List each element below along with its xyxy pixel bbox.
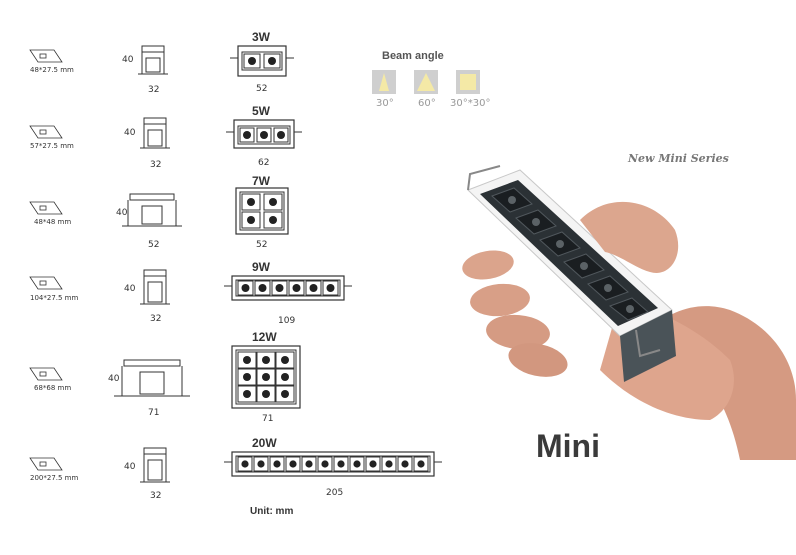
side-profile-drawing — [140, 447, 170, 483]
side-width-dim: 71 — [148, 408, 160, 418]
front-width-dim: 52 — [256, 84, 268, 94]
wattage-label: 20W — [252, 436, 277, 450]
height-dim: 40 — [108, 374, 120, 384]
beam-angle-title: Beam angle — [382, 50, 444, 62]
height-dim: 40 — [124, 128, 136, 138]
beam-30x30-label: 30°*30° — [450, 98, 491, 109]
cutout-icon — [29, 457, 63, 471]
front-view-drawing — [224, 451, 442, 477]
cutout-icon — [29, 49, 63, 63]
beam-30-icon — [372, 70, 396, 94]
wattage-label: 9W — [252, 260, 270, 274]
front-view-drawing — [226, 119, 302, 149]
beam-30x30-icon — [456, 70, 480, 94]
front-view-drawing — [224, 275, 352, 301]
side-width-dim: 32 — [150, 160, 162, 170]
side-width-dim: 32 — [148, 85, 160, 95]
wattage-label: 5W — [252, 104, 270, 118]
front-view-drawing — [230, 45, 294, 77]
cutout-icon — [29, 201, 63, 215]
cutout-label: 68*68 mm — [34, 384, 72, 392]
series-label: New Mini Series — [628, 152, 729, 165]
side-width-dim: 32 — [150, 314, 162, 324]
front-width-dim: 62 — [258, 158, 270, 168]
height-dim: 40 — [124, 462, 136, 472]
cutout-label: 200*27.5 mm — [30, 474, 79, 482]
cutout-label: 48*27.5 mm — [30, 66, 74, 74]
wattage-label: 12W — [252, 330, 277, 344]
front-width-dim: 71 — [262, 414, 274, 424]
beam-60-icon — [414, 70, 438, 94]
unit-label: Unit: mm — [250, 506, 294, 517]
wattage-label: 3W — [252, 30, 270, 44]
front-width-dim: 205 — [326, 488, 344, 498]
height-dim: 40 — [116, 208, 128, 218]
side-width-dim: 32 — [150, 491, 162, 501]
front-width-dim: 52 — [256, 240, 268, 250]
side-profile-drawing — [122, 193, 182, 227]
front-view-drawing — [231, 345, 301, 409]
height-dim: 40 — [122, 55, 134, 65]
front-view-drawing — [235, 187, 289, 235]
front-width-dim: 109 — [278, 316, 296, 326]
side-profile-drawing — [138, 45, 168, 75]
cutout-label: 48*48 mm — [34, 218, 72, 226]
cutout-label: 57*27.5 mm — [30, 142, 74, 150]
beam-30-label: 30° — [376, 98, 394, 109]
side-profile-drawing — [114, 359, 190, 397]
wattage-label: 7W — [252, 174, 270, 188]
cutout-icon — [29, 367, 63, 381]
beam-60-label: 60° — [418, 98, 436, 109]
side-profile-drawing — [140, 117, 170, 149]
product-name: Mini — [536, 428, 600, 464]
side-profile-drawing — [140, 269, 170, 305]
cutout-icon — [29, 276, 63, 290]
cutout-icon — [29, 125, 63, 139]
height-dim: 40 — [124, 284, 136, 294]
side-width-dim: 52 — [148, 240, 160, 250]
cutout-label: 104*27.5 mm — [30, 294, 79, 302]
product-photo — [462, 165, 796, 460]
